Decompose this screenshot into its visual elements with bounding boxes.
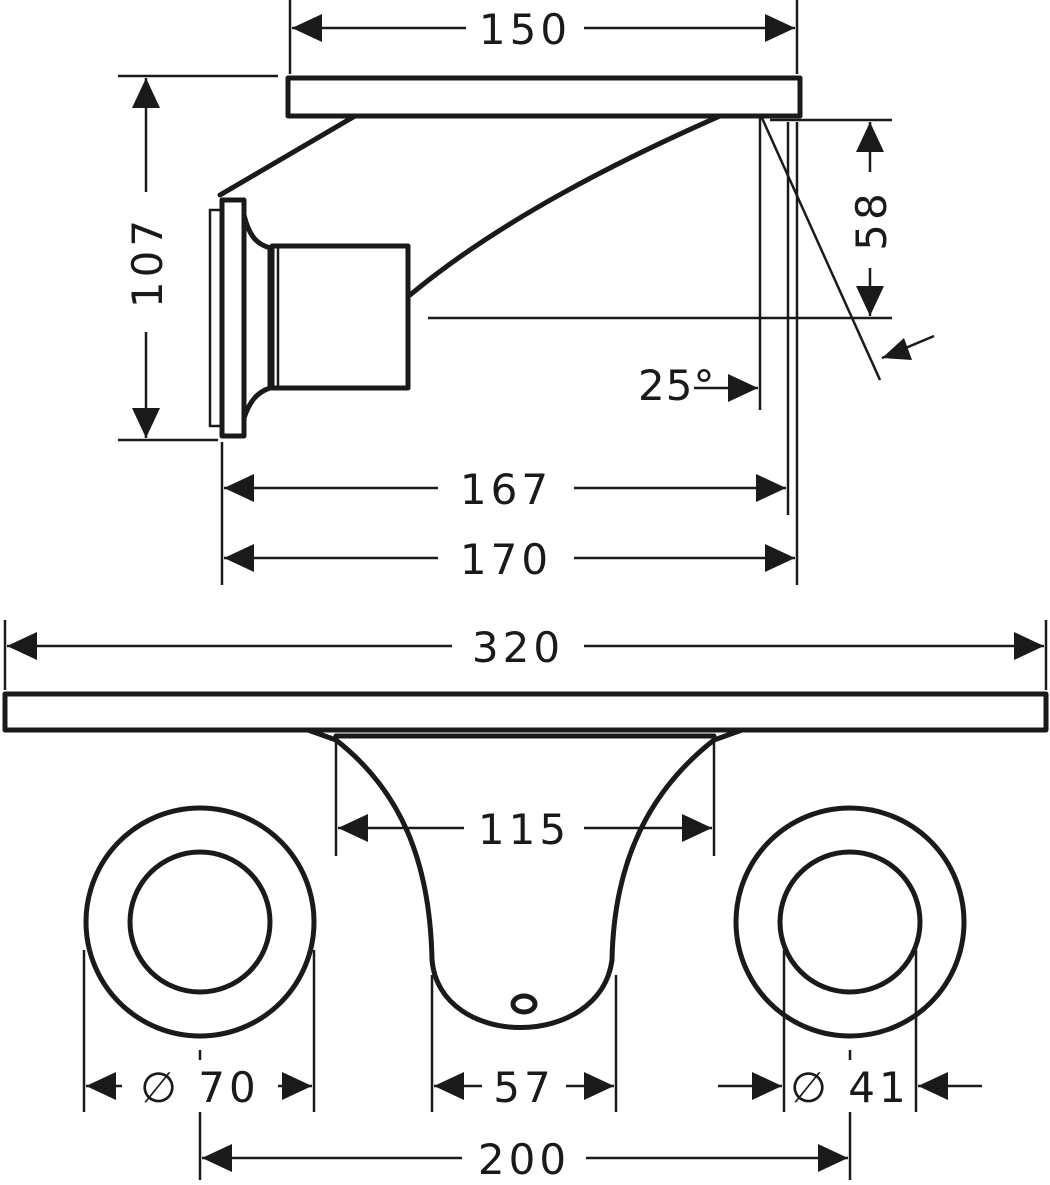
dim-label-107: 107 xyxy=(123,216,172,308)
aerator-opening xyxy=(510,993,538,1015)
dim-label-diameter-70: ∅ 70 xyxy=(140,1063,259,1112)
dim-label-170: 170 xyxy=(460,535,552,584)
arrow-head xyxy=(882,338,912,360)
wall-flange xyxy=(219,197,247,439)
arrow-head xyxy=(1014,632,1044,660)
dim-label-167: 167 xyxy=(460,465,552,514)
arrow-head xyxy=(282,1072,312,1100)
dim-label-150: 150 xyxy=(479,5,571,54)
angle-line xyxy=(760,117,882,381)
arrow-head xyxy=(756,474,786,502)
arrow-head xyxy=(584,1072,614,1100)
arrow-head xyxy=(224,544,254,572)
spout-top-plate xyxy=(285,75,803,119)
dim-label-115: 115 xyxy=(478,805,570,854)
arrow-head xyxy=(856,122,884,152)
dim-label-320: 320 xyxy=(472,623,564,672)
dim-label-57: 57 xyxy=(493,1063,554,1112)
arrow-head xyxy=(7,632,37,660)
arrow-head xyxy=(202,1144,232,1172)
arrow-head xyxy=(132,78,160,108)
arrow-head xyxy=(728,374,758,402)
spout-side-body xyxy=(217,113,723,298)
arrow-head xyxy=(86,1072,116,1100)
arrow-head xyxy=(818,1144,848,1172)
arrow-head xyxy=(292,14,322,42)
wall-flange-edge xyxy=(208,208,224,428)
rosette-left-outer xyxy=(83,805,317,1039)
side-view: 150 107 58 25° 167 170 xyxy=(118,0,935,585)
arrow-head xyxy=(765,14,795,42)
arrow-head xyxy=(434,1072,464,1100)
arrow-head xyxy=(752,1072,782,1100)
arrow-head xyxy=(224,474,254,502)
dim-label-200: 200 xyxy=(478,1135,570,1184)
mounting-body xyxy=(269,243,411,391)
arrow-head xyxy=(856,286,884,316)
rosette-right-inner xyxy=(777,849,923,995)
spout-front-outline xyxy=(305,727,745,1030)
arrow-head xyxy=(132,408,160,438)
dim-label-25-degree: 25° xyxy=(638,361,715,410)
rosette-right-outer xyxy=(733,805,967,1039)
front-view: 320 115 ∅ 70 xyxy=(2,620,1049,1184)
dim-label-58: 58 xyxy=(847,189,896,250)
dim-label-diameter-41: ∅ 41 xyxy=(790,1063,909,1112)
arrow-head xyxy=(338,814,368,842)
spout-top-plate-front xyxy=(2,691,1049,733)
arrow-head xyxy=(682,814,712,842)
flange-transition xyxy=(241,212,273,421)
rosette-left-inner xyxy=(127,849,273,995)
arrow-head xyxy=(765,544,795,572)
arrow-head xyxy=(918,1072,948,1100)
